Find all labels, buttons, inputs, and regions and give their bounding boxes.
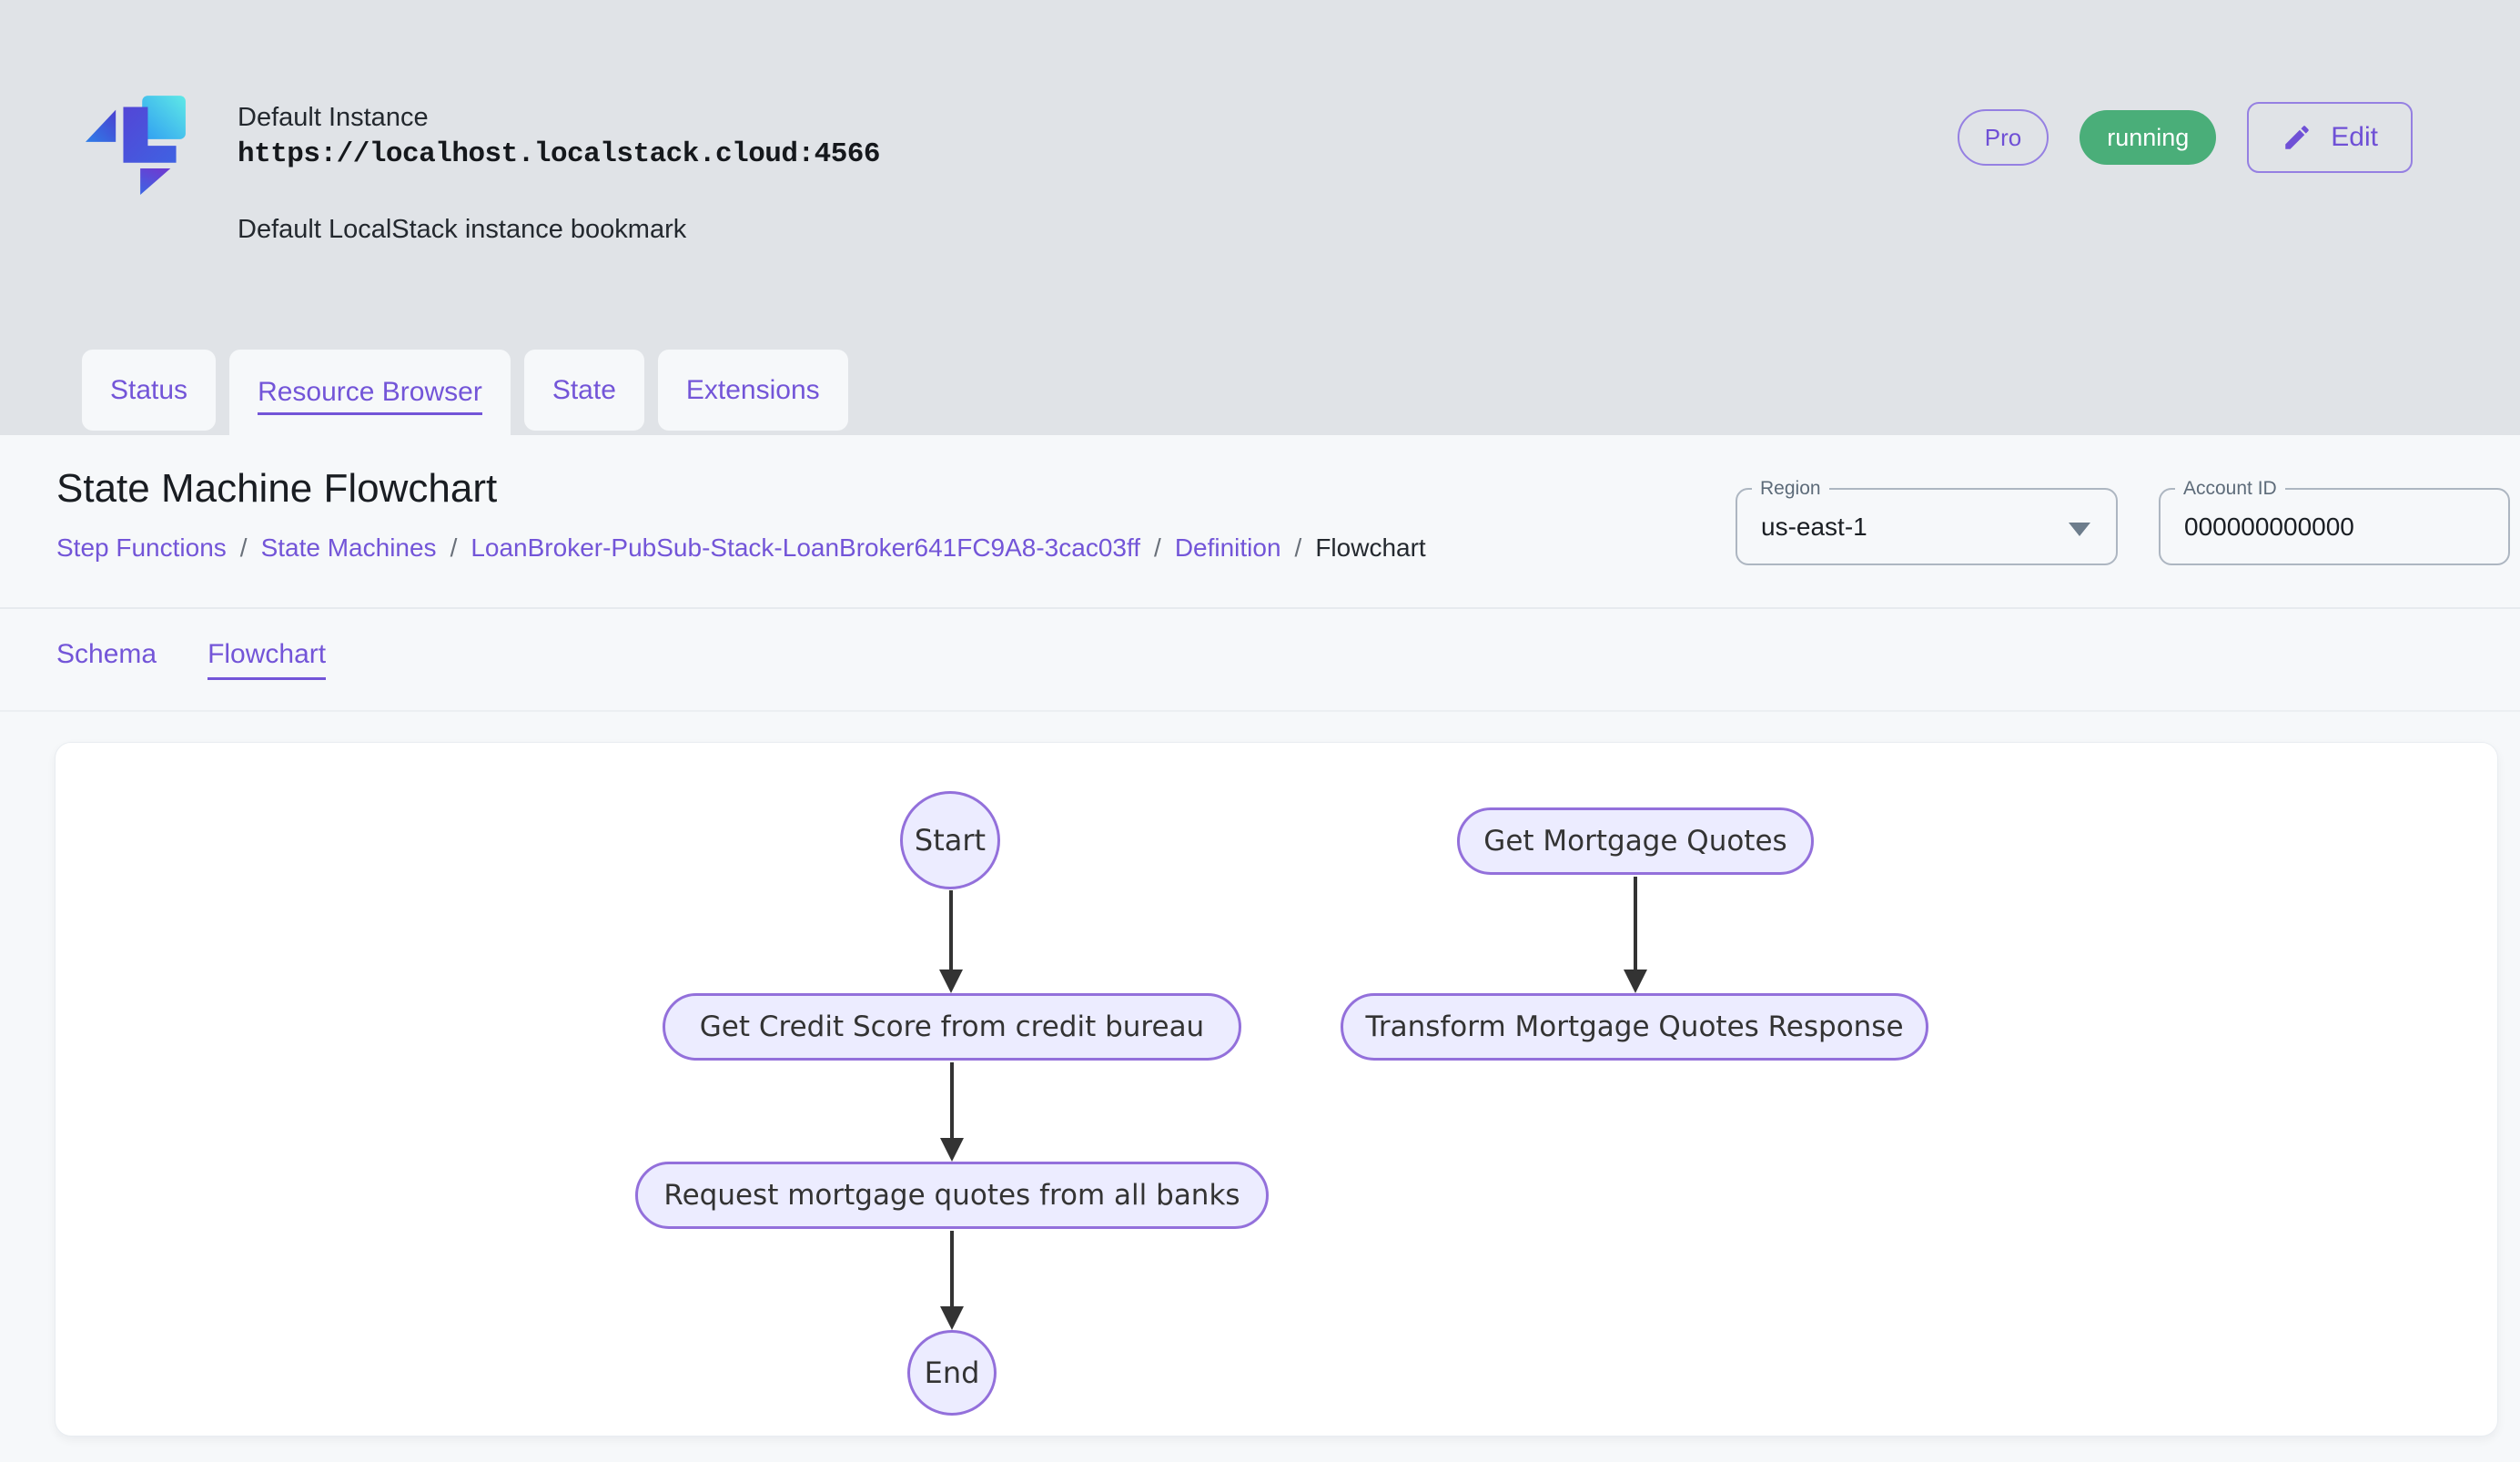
account-id-input[interactable]: [2161, 490, 2508, 563]
instance-info: Default Instance https://localhost.local…: [238, 100, 881, 245]
instance-header: Default Instance https://localhost.local…: [0, 0, 2520, 350]
instance-description: Default LocalStack instance bookmark: [238, 215, 687, 244]
tab-resource-browser[interactable]: Resource Browser: [229, 350, 511, 435]
flow-node-get-credit-score-label: Get Credit Score from credit bureau: [699, 1010, 1205, 1043]
breadcrumb-flowchart: Flowchart: [1315, 533, 1426, 562]
arrowhead-icon: [940, 1138, 964, 1162]
tab-state[interactable]: State: [523, 350, 644, 431]
breadcrumb-definition[interactable]: Definition: [1174, 533, 1281, 562]
tab-extensions-label: Extensions: [685, 374, 820, 405]
flow-node-get-credit-score: Get Credit Score from credit bureau: [663, 993, 1241, 1061]
flow-node-get-mortgage-quotes: Get Mortgage Quotes: [1457, 807, 1814, 875]
pro-badge: Pro: [1957, 109, 2049, 166]
breadcrumb-separator: /: [239, 533, 248, 562]
flow-node-get-mortgage-quotes-label: Get Mortgage Quotes: [1483, 825, 1787, 858]
breadcrumb: Step Functions / State Machines / LoanBr…: [56, 533, 1426, 563]
flow-node-request-quotes-label: Request mortgage quotes from all banks: [663, 1179, 1240, 1212]
flow-edge-credit-to-request: [950, 1062, 954, 1139]
subtab-schema[interactable]: Schema: [56, 639, 157, 669]
definition-subtabs: Schema Flowchart: [56, 639, 327, 680]
region-select-value: us-east-1: [1761, 512, 1867, 541]
instance-name: Default Instance: [238, 103, 429, 132]
page-title: State Machine Flowchart: [56, 466, 498, 511]
resource-browser-panel: State Machine Flowchart Step Functions /…: [0, 435, 2520, 1462]
breadcrumb-state-machines[interactable]: State Machines: [260, 533, 437, 562]
flow-edge-request-to-end: [950, 1231, 954, 1307]
flow-node-end-label: End: [924, 1355, 980, 1390]
arrowhead-icon: [939, 970, 963, 993]
breadcrumb-state-machine-name[interactable]: LoanBroker-PubSub-Stack-LoanBroker641FC9…: [471, 533, 1141, 562]
flow-node-transform-response: Transform Mortgage Quotes Response: [1341, 993, 1928, 1061]
tab-status[interactable]: Status: [82, 350, 217, 431]
edit-button-label: Edit: [2331, 122, 2378, 152]
breadcrumb-separator: /: [1294, 533, 1302, 562]
flow-node-start: Start: [900, 791, 1000, 889]
status-badge: running: [2080, 110, 2217, 165]
flow-edge-quotes-to-transform: [1634, 877, 1637, 970]
flow-node-end: End: [907, 1330, 997, 1416]
chevron-down-icon: [2069, 523, 2090, 536]
divider: [0, 607, 2520, 609]
breadcrumb-step-functions[interactable]: Step Functions: [56, 533, 227, 562]
account-id-field: Account ID: [2159, 477, 2510, 565]
tab-status-label: Status: [110, 374, 188, 405]
tab-extensions[interactable]: Extensions: [657, 350, 848, 431]
tab-state-label: State: [552, 374, 616, 405]
arrowhead-icon: [1624, 970, 1647, 993]
main-tabs: Status Resource Browser State Extensions: [82, 350, 848, 435]
flow-node-transform-response-label: Transform Mortgage Quotes Response: [1365, 1010, 1904, 1043]
subtab-flowchart[interactable]: Flowchart: [207, 639, 327, 680]
account-id-label: Account ID: [2175, 477, 2285, 501]
pencil-icon: [2285, 126, 2310, 149]
region-select[interactable]: Region us-east-1: [1736, 477, 2118, 565]
flow-node-start-label: Start: [914, 823, 987, 858]
breadcrumb-separator: /: [450, 533, 458, 562]
tab-resource-browser-label: Resource Browser: [258, 377, 482, 415]
edit-button[interactable]: Edit: [2247, 102, 2413, 173]
flow-node-request-quotes: Request mortgage quotes from all banks: [635, 1162, 1269, 1229]
arrowhead-icon: [940, 1306, 964, 1330]
instance-url: https://localhost.localstack.cloud:4566: [238, 138, 881, 170]
localstack-logo-icon: [86, 96, 186, 195]
flow-edge-start-to-credit: [949, 890, 953, 970]
header-actions: Pro running Edit: [1957, 102, 2413, 173]
region-select-label: Region: [1752, 477, 1829, 501]
flowchart-canvas: Start Get Mortgage Quotes Get Credit Sco…: [55, 742, 2498, 1437]
divider: [0, 710, 2520, 712]
breadcrumb-separator: /: [1154, 533, 1161, 562]
status-badge-label: running: [2107, 123, 2190, 151]
pro-badge-label: Pro: [1984, 123, 2022, 151]
